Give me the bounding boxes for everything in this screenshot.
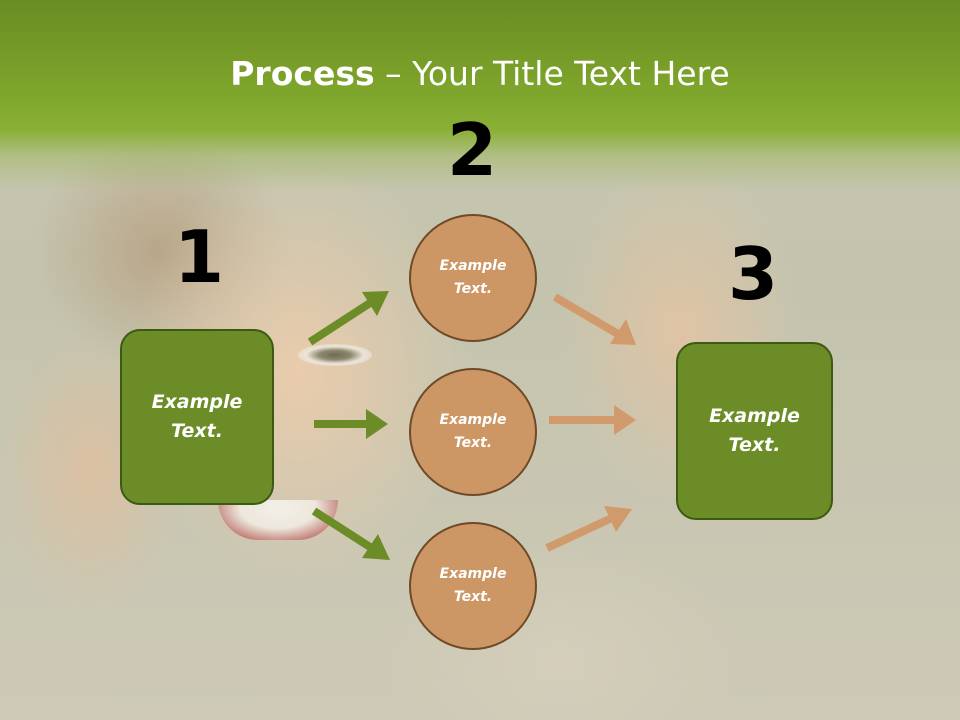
background-photo-smile: [218, 500, 338, 540]
middle-circle-text: Example Text.: [439, 412, 507, 451]
top-circle: Example Text.: [409, 214, 537, 342]
top-circle-text: Example Text.: [439, 258, 507, 297]
right-step-box-text: Example Text.: [709, 405, 800, 456]
title-rest-part: – Your Title Text Here: [374, 54, 730, 93]
middle-circle: Example Text.: [409, 368, 537, 496]
arrow-tan-down: [552, 293, 636, 345]
bottom-circle: Example Text.: [409, 522, 537, 650]
step-number-1: 1: [173, 215, 225, 299]
step-number-2: 2: [446, 108, 498, 192]
step-number-3: 3: [727, 232, 779, 316]
background-photo-eye: [298, 344, 372, 366]
arrow-tan-right: [549, 405, 636, 435]
right-step-box: Example Text.: [676, 342, 833, 520]
arrow-green-right: [314, 409, 388, 439]
title-bold-part: Process: [230, 54, 375, 93]
title-band: [0, 0, 960, 190]
arrow-tan-up: [545, 506, 632, 552]
bottom-circle-text: Example Text.: [439, 566, 507, 605]
left-step-box: Example Text.: [120, 329, 274, 505]
slide-title: Process – Your Title Text Here: [0, 52, 960, 96]
left-step-box-text: Example Text.: [151, 391, 243, 442]
arrow-green-up: [307, 291, 389, 346]
arrow-green-down: [311, 507, 390, 560]
